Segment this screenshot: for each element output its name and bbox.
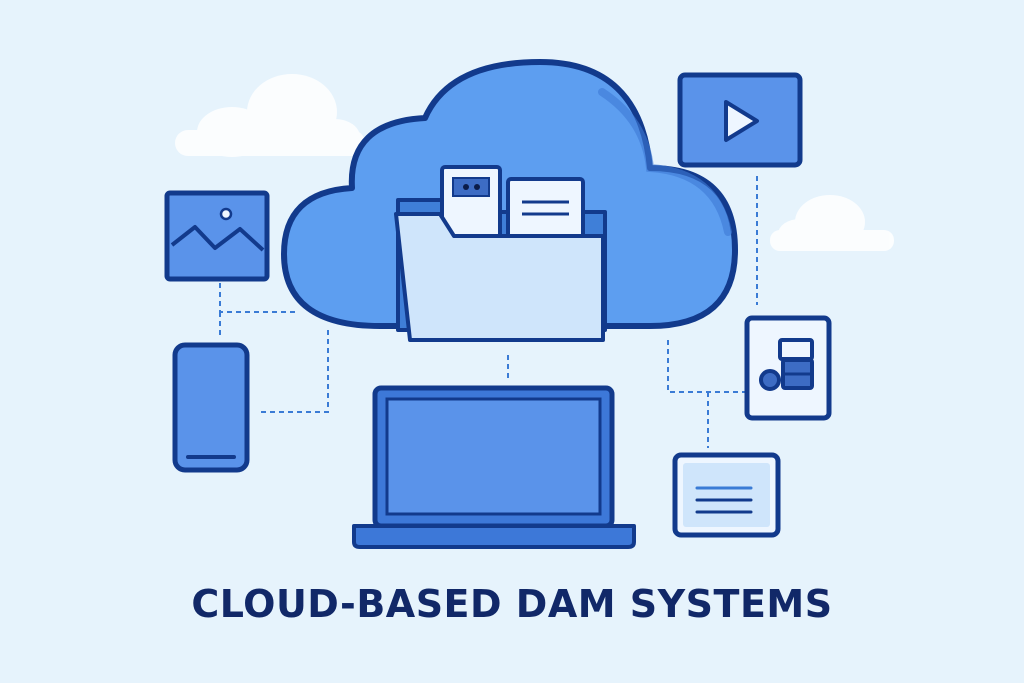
- laptop-icon: [352, 385, 636, 549]
- text-card-icon: [672, 452, 781, 538]
- decorative-cloud-right-icon: [770, 195, 894, 251]
- video-icon: [677, 72, 803, 168]
- picture-icon: [164, 190, 270, 282]
- caption-title: CLOUD-BASED DAM SYSTEMS: [191, 582, 833, 626]
- asset-tiles-icon: [744, 315, 832, 421]
- connector-lines: [219, 176, 758, 448]
- smartphone-icon: [172, 342, 250, 473]
- decorative-cloud-left-icon: [175, 74, 365, 157]
- folder-icon: [394, 212, 605, 342]
